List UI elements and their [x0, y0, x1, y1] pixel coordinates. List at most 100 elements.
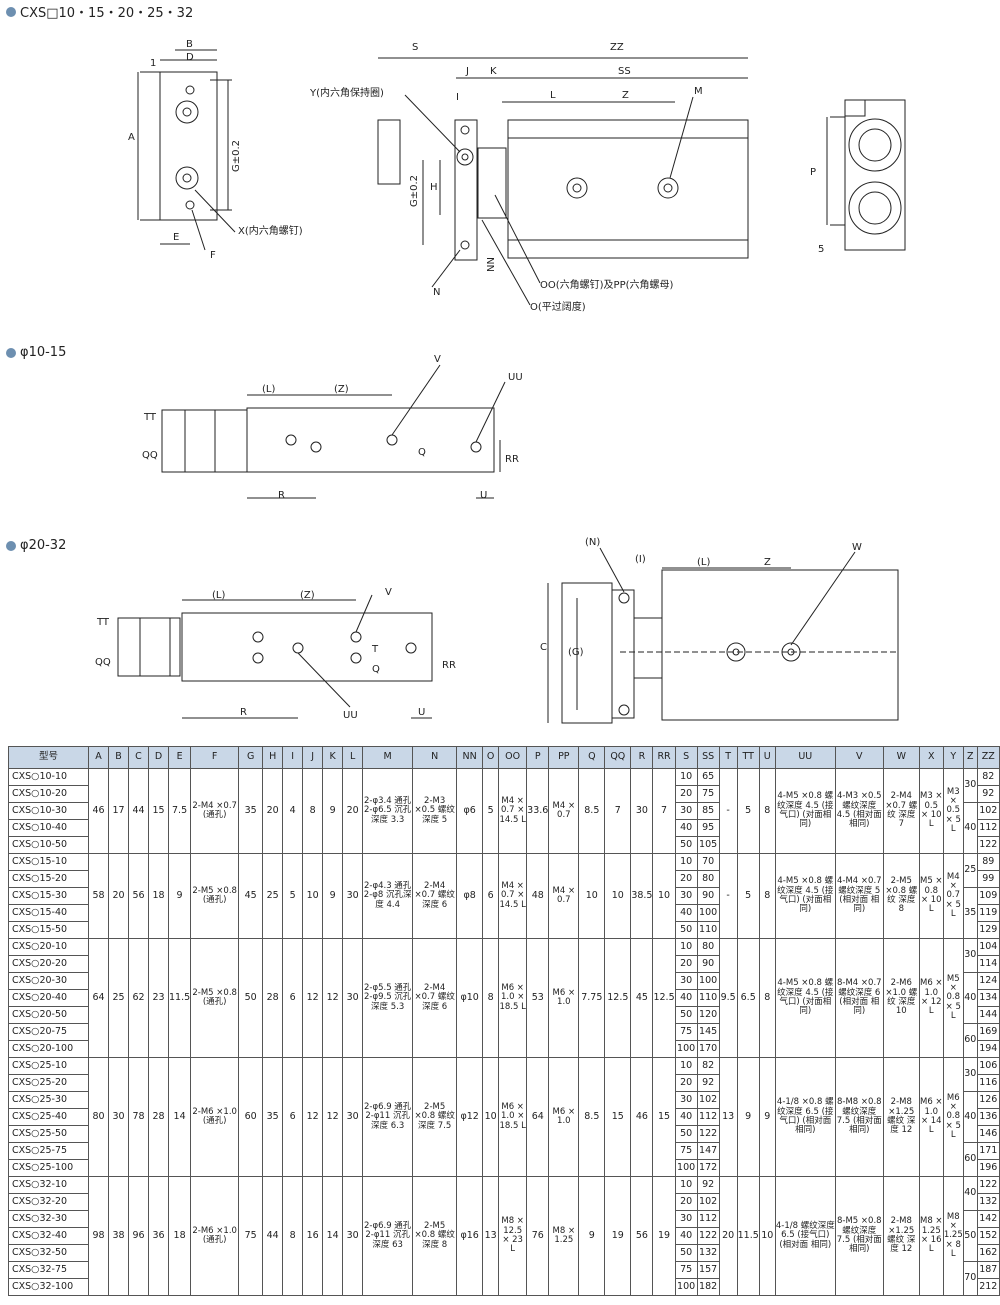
table-cell: 35 — [238, 768, 264, 854]
table-cell: 2-M5 ×0.8 螺纹 深度 8 — [882, 853, 920, 939]
table-cell: 40 — [674, 1227, 698, 1245]
table-cell: 6 — [482, 853, 500, 939]
table-cell: 20 — [674, 955, 698, 973]
table-cell: 50 — [962, 1210, 978, 1262]
table-cell: 50 — [674, 1125, 698, 1143]
table-cell: M6 × 1.0 × 18.5 L — [498, 938, 528, 1058]
column-header: C — [128, 746, 149, 769]
table-cell: - — [718, 768, 738, 854]
table-cell: 120 — [696, 1006, 720, 1024]
label-OO: OO(六角螺钉)及PP(六角螺母) — [540, 279, 674, 291]
table-cell: M4 × 0.7 × 14.5 L — [498, 768, 528, 854]
table-cell: 2-M8 ×1.25 螺纹 深度 12 — [882, 1057, 920, 1177]
column-header: V — [834, 746, 884, 769]
table-cell: 90 — [696, 955, 720, 973]
label-K: K — [490, 66, 497, 77]
column-header: P — [526, 746, 550, 769]
table-cell: 40 — [674, 819, 698, 837]
table-cell: 82 — [696, 1057, 720, 1075]
table-cell: 48 — [526, 853, 550, 939]
table-cell: 30 — [674, 1210, 698, 1228]
table-cell: 50 — [674, 921, 698, 939]
table-cell: 38.5 — [630, 853, 654, 939]
table-cell: 102 — [696, 1193, 720, 1211]
label-UU: UU — [508, 372, 523, 383]
table-cell: CXS○32-50 — [8, 1244, 89, 1262]
bullet-icon — [6, 540, 16, 551]
label-L-paren-2: (L) — [212, 590, 225, 601]
table-cell: M6 × 1.0 — [548, 938, 580, 1058]
table-cell: CXS○32-40 — [8, 1227, 89, 1245]
label-QQ: QQ — [142, 450, 158, 461]
label-Z-paren: (Z) — [334, 384, 349, 395]
table-cell: 2-M4 ×0.7 螺纹 深度 7 — [882, 768, 920, 854]
table-cell: 76 — [526, 1176, 550, 1296]
table-cell: 182 — [696, 1278, 720, 1296]
table-cell: 102 — [696, 1091, 720, 1109]
column-header: W — [882, 746, 920, 769]
table-cell: 106 — [976, 1057, 1000, 1075]
table-cell: 14 — [167, 1057, 192, 1177]
table-cell: CXS○10-40 — [8, 819, 89, 837]
column-header: I — [282, 746, 304, 769]
table-cell: 119 — [976, 904, 1000, 922]
table-cell: 10 — [604, 853, 632, 939]
table-cell: 9 — [758, 1057, 776, 1177]
label-A: A — [128, 132, 135, 143]
table-cell: 144 — [976, 1006, 1000, 1024]
table-cell: 100 — [674, 1040, 698, 1058]
table-cell: φ8 — [456, 853, 484, 939]
table-cell: 212 — [976, 1278, 1000, 1296]
table-cell: 30 — [674, 1091, 698, 1109]
table-cell: 124 — [976, 972, 1000, 990]
table-cell: 28 — [262, 938, 284, 1058]
table-cell: 99 — [976, 870, 1000, 888]
table-cell: 30 — [962, 938, 978, 973]
table-cell: 114 — [976, 955, 1000, 973]
table-cell: CXS○32-20 — [8, 1193, 89, 1211]
table-cell: 8.5 — [578, 1057, 606, 1177]
table-cell: 46 — [88, 768, 109, 854]
table-cell: 112 — [976, 819, 1000, 837]
table-cell: 152 — [976, 1227, 1000, 1245]
label-L: L — [550, 90, 556, 101]
table-cell: 20 — [108, 853, 129, 939]
table-cell: M4 × 0.7 — [548, 853, 580, 939]
column-header: D — [148, 746, 169, 769]
table-cell: CXS○10-20 — [8, 785, 89, 803]
table-cell: M3 × 0.5 × 5 L — [942, 768, 964, 854]
table-cell: φ6 — [456, 768, 484, 854]
table-cell: φ12 — [456, 1057, 484, 1177]
table-cell: 35 — [262, 1057, 284, 1177]
column-header: UU — [774, 746, 836, 769]
table-cell: 20 — [674, 1074, 698, 1092]
label-TT-2: TT — [96, 617, 110, 628]
table-cell: 2-φ3.4 通孔 2-φ6.5 沉孔深度 3.3 — [362, 768, 414, 854]
label-L-paren-3: (L) — [697, 557, 710, 568]
table-cell: 100 — [674, 1278, 698, 1296]
table-cell: CXS○25-50 — [8, 1125, 89, 1143]
column-header: A — [88, 746, 109, 769]
column-header: N — [412, 746, 458, 769]
table-cell: 2-φ6.9 通孔 2-φ11 沉孔深度 63 — [362, 1176, 414, 1296]
table-cell: 102 — [976, 802, 1000, 820]
table-cell: CXS○32-75 — [8, 1261, 89, 1279]
table-cell: 25 — [962, 853, 978, 888]
side-view: P 5 — [810, 99, 906, 255]
table-cell: 60 — [962, 1142, 978, 1177]
table-cell: 8 — [758, 853, 776, 939]
table-cell: 10 — [578, 853, 606, 939]
table-cell: 20 — [674, 1193, 698, 1211]
table-cell: CXS○32-100 — [8, 1278, 89, 1296]
label-R-2: R — [240, 707, 247, 718]
label-L-paren: (L) — [262, 384, 275, 395]
table-cell: 8 — [758, 938, 776, 1058]
table-cell: CXS○20-20 — [8, 955, 89, 973]
label-V-2: V — [385, 587, 392, 598]
table-cell: 8-M5 ×0.8 螺纹深度 7.5 (相对面 相同) — [834, 1176, 884, 1296]
table-cell: 28 — [148, 1057, 169, 1177]
table-cell: 172 — [696, 1159, 720, 1177]
